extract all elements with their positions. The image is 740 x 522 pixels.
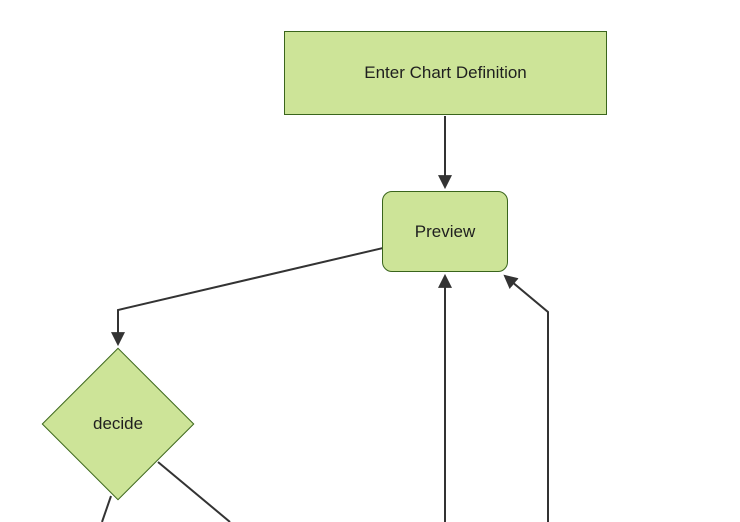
edge-decide-to-offscreen-bottom-right xyxy=(157,461,231,522)
edge-preview-to-decide xyxy=(111,247,384,347)
node-preview: Preview xyxy=(382,191,508,272)
node-decide-label: decide xyxy=(92,413,144,433)
node-preview-label: Preview xyxy=(414,221,476,241)
edge-offscreen-bottom-right-to-preview xyxy=(503,274,549,522)
node-enter-chart-definition: Enter Chart Definition xyxy=(284,31,607,115)
edge-decide-to-offscreen-bottom-left xyxy=(101,495,112,522)
node-enter-chart-definition-label: Enter Chart Definition xyxy=(364,63,527,82)
